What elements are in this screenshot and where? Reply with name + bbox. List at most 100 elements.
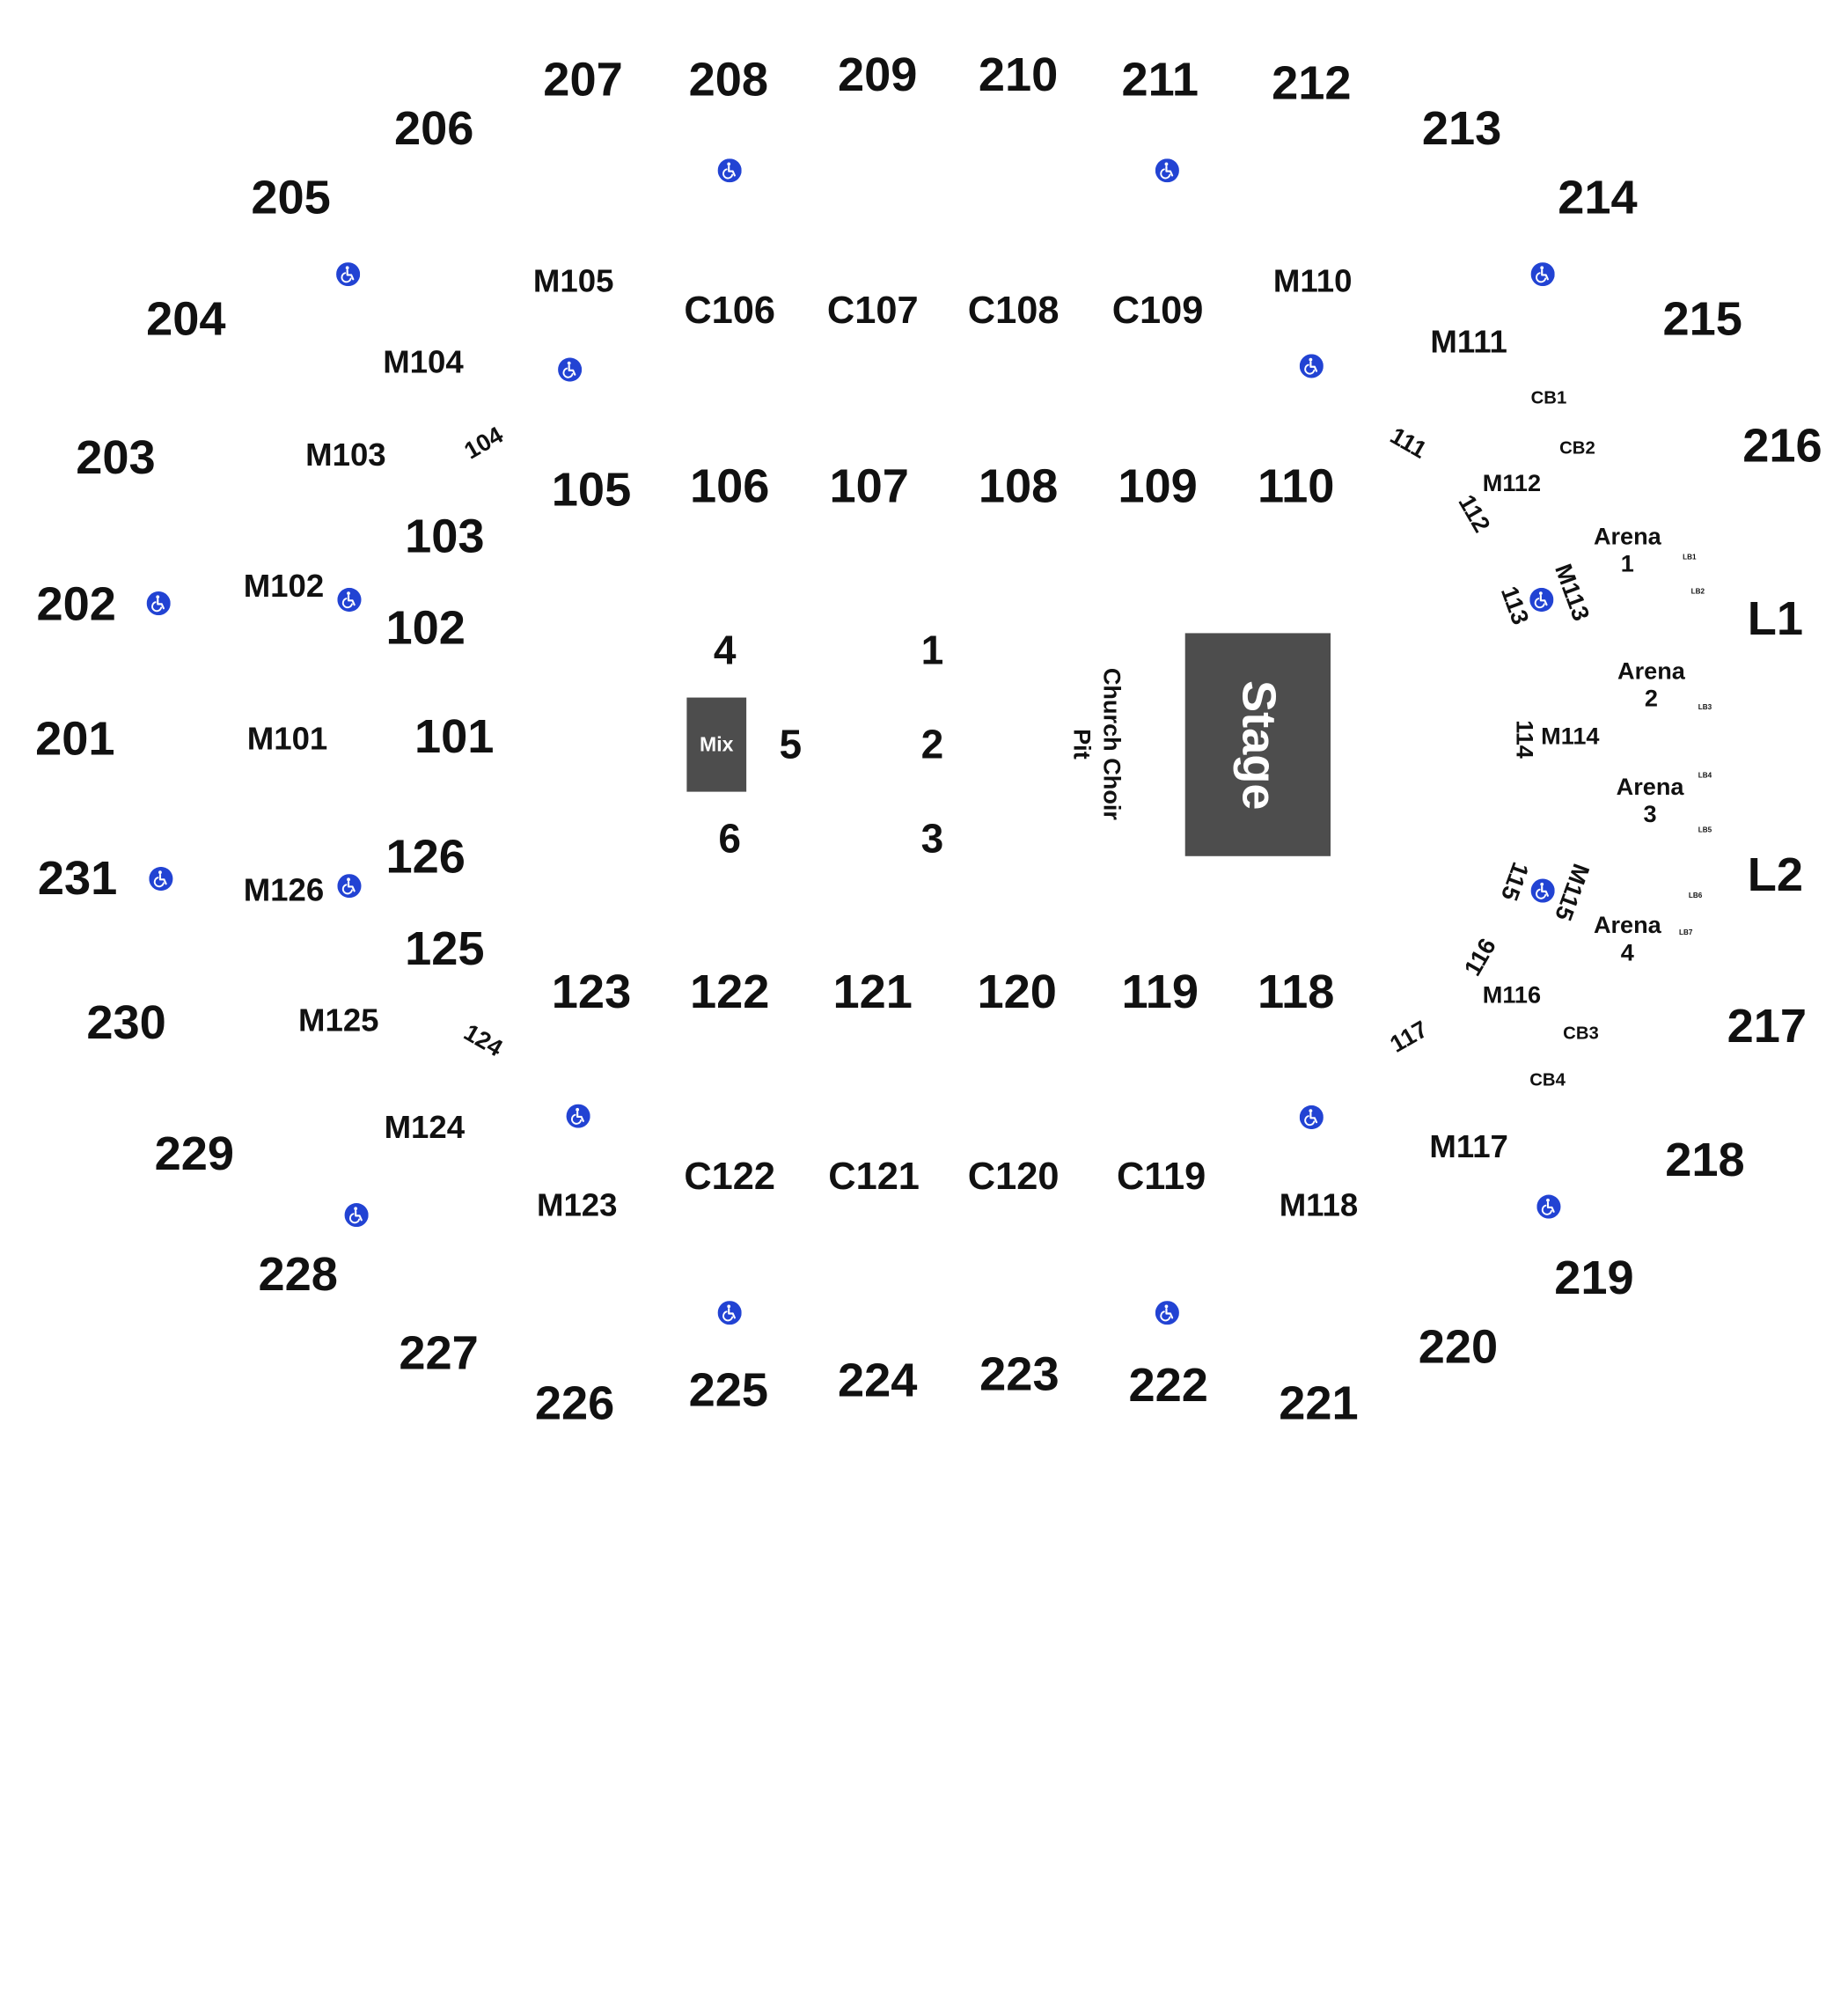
- section-109[interactable]: 109: [1118, 459, 1198, 513]
- section-214[interactable]: 214: [1558, 172, 1638, 224]
- church-choir-pit[interactable]: Church Choir Pit: [1066, 668, 1126, 820]
- section-206[interactable]: 206: [393, 102, 474, 156]
- floor-section-6[interactable]: 6: [718, 817, 741, 862]
- section-124[interactable]: 124: [458, 1019, 507, 1062]
- section-c119[interactable]: C119: [1116, 1154, 1206, 1198]
- section-m102[interactable]: M102: [243, 568, 325, 605]
- section-115[interactable]: 115: [1495, 858, 1534, 904]
- section-110[interactable]: 110: [1257, 459, 1335, 513]
- section-m126[interactable]: M126: [243, 872, 325, 908]
- stage[interactable]: Stage: [1184, 633, 1331, 856]
- section-126[interactable]: 126: [385, 831, 466, 884]
- section-106[interactable]: 106: [689, 459, 770, 513]
- section-225[interactable]: 225: [688, 1363, 769, 1417]
- floor-section-4[interactable]: 4: [713, 628, 737, 674]
- section-m115[interactable]: M115: [1549, 860, 1595, 924]
- section-216[interactable]: 216: [1742, 419, 1822, 473]
- section-208[interactable]: 208: [688, 53, 769, 106]
- section-m118[interactable]: M118: [1279, 1186, 1359, 1223]
- section-108[interactable]: 108: [978, 459, 1059, 513]
- section-111[interactable]: 111: [1385, 422, 1431, 465]
- section-222[interactable]: 222: [1128, 1359, 1208, 1413]
- section-101[interactable]: 101: [414, 710, 495, 764]
- section-217[interactable]: 217: [1727, 1000, 1808, 1053]
- section-226[interactable]: 226: [534, 1376, 615, 1430]
- section-m123[interactable]: M123: [536, 1186, 618, 1223]
- section-c109[interactable]: C109: [1111, 288, 1204, 332]
- section-223[interactable]: 223: [979, 1348, 1060, 1401]
- section-117[interactable]: 117: [1386, 1016, 1433, 1059]
- section-228[interactable]: 228: [258, 1248, 338, 1302]
- floor-section-5[interactable]: 5: [779, 723, 803, 768]
- floor-section-2[interactable]: 2: [920, 723, 944, 768]
- arena-1[interactable]: Arena 1: [1594, 525, 1661, 576]
- section-m114[interactable]: M114: [1541, 723, 1600, 751]
- club-box-cb4[interactable]: CB4: [1529, 1069, 1566, 1091]
- loge-box-lb5[interactable]: LB5: [1698, 827, 1712, 835]
- loge-box-lb3[interactable]: LB3: [1698, 704, 1712, 712]
- section-212[interactable]: 212: [1272, 57, 1352, 110]
- section-m113[interactable]: M113: [1549, 561, 1595, 625]
- section-118[interactable]: 118: [1257, 965, 1335, 1019]
- section-209[interactable]: 209: [837, 48, 918, 102]
- loge-box-lb4[interactable]: LB4: [1698, 772, 1712, 781]
- loge-box-lb7[interactable]: LB7: [1679, 929, 1693, 937]
- section-205[interactable]: 205: [251, 172, 331, 224]
- section-119[interactable]: 119: [1121, 965, 1199, 1019]
- section-219[interactable]: 219: [1554, 1251, 1634, 1305]
- section-m101[interactable]: M101: [246, 721, 328, 757]
- section-207[interactable]: 207: [543, 53, 623, 106]
- loge-box-lb6[interactable]: LB6: [1688, 892, 1703, 900]
- club-box-cb2[interactable]: CB2: [1559, 437, 1595, 459]
- section-m111[interactable]: M111: [1430, 323, 1507, 360]
- section-230[interactable]: 230: [86, 996, 166, 1050]
- section-m112[interactable]: M112: [1482, 471, 1542, 497]
- section-c120[interactable]: C120: [967, 1154, 1060, 1198]
- section-103[interactable]: 103: [405, 510, 485, 563]
- section-125[interactable]: 125: [405, 922, 485, 976]
- floor-section-1[interactable]: 1: [920, 628, 944, 674]
- section-c106[interactable]: C106: [684, 288, 775, 332]
- section-m103[interactable]: M103: [305, 437, 386, 473]
- section-107[interactable]: 107: [829, 459, 909, 513]
- section-204[interactable]: 204: [146, 293, 226, 346]
- section-227[interactable]: 227: [399, 1326, 479, 1380]
- section-210[interactable]: 210: [978, 48, 1059, 102]
- section-c108[interactable]: C108: [967, 288, 1060, 332]
- section-m124[interactable]: M124: [384, 1109, 466, 1146]
- floor-section-3[interactable]: 3: [920, 817, 944, 862]
- section-203[interactable]: 203: [76, 431, 156, 485]
- section-220[interactable]: 220: [1418, 1321, 1499, 1374]
- section-224[interactable]: 224: [837, 1354, 918, 1407]
- loge-box-lb2[interactable]: LB2: [1690, 589, 1705, 597]
- arena-3[interactable]: Arena 3: [1617, 775, 1684, 826]
- section-m116[interactable]: M116: [1482, 982, 1542, 1009]
- section-102[interactable]: 102: [385, 602, 466, 655]
- section-105[interactable]: 105: [551, 464, 632, 517]
- arena-2[interactable]: Arena 2: [1617, 660, 1685, 711]
- loge-l2[interactable]: L2: [1747, 848, 1803, 902]
- section-104[interactable]: 104: [460, 422, 509, 466]
- section-m104[interactable]: M104: [383, 343, 464, 380]
- section-c121[interactable]: C121: [828, 1154, 920, 1198]
- section-231[interactable]: 231: [37, 852, 118, 906]
- club-box-cb1[interactable]: CB1: [1530, 388, 1567, 409]
- loge-l1[interactable]: L1: [1747, 592, 1803, 645]
- section-c122[interactable]: C122: [684, 1154, 775, 1198]
- section-121[interactable]: 121: [832, 965, 913, 1019]
- arena-4[interactable]: Arena 4: [1594, 914, 1661, 965]
- section-116[interactable]: 116: [1459, 934, 1502, 981]
- section-120[interactable]: 120: [977, 965, 1057, 1019]
- section-221[interactable]: 221: [1279, 1376, 1359, 1430]
- section-229[interactable]: 229: [154, 1127, 235, 1181]
- section-201[interactable]: 201: [35, 713, 115, 766]
- section-202[interactable]: 202: [36, 578, 116, 631]
- section-215[interactable]: 215: [1662, 293, 1742, 346]
- section-213[interactable]: 213: [1421, 102, 1502, 156]
- section-112[interactable]: 112: [1452, 490, 1495, 538]
- section-122[interactable]: 122: [689, 965, 770, 1019]
- section-113[interactable]: 113: [1495, 583, 1534, 628]
- section-c107[interactable]: C107: [826, 288, 919, 332]
- section-m125[interactable]: M125: [298, 1002, 379, 1039]
- section-123[interactable]: 123: [551, 965, 632, 1019]
